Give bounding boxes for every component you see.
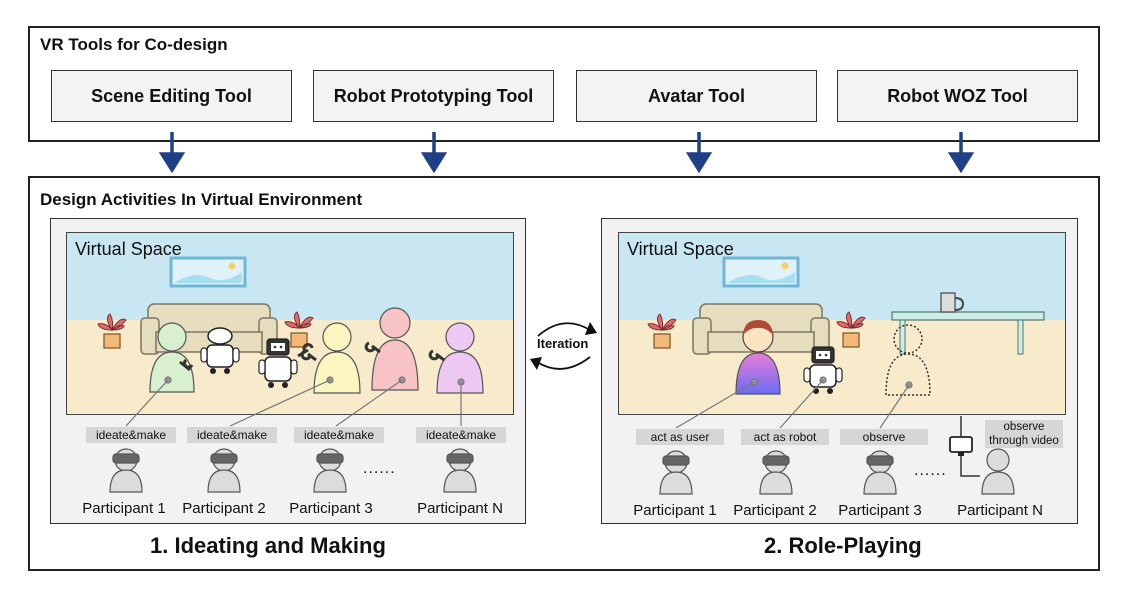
vr-tools-title: VR Tools for Co-design: [40, 35, 228, 54]
tool-robot-woz: Robot WOZ Tool: [837, 70, 1078, 122]
virtual-space-right: Virtual Space: [618, 232, 1066, 415]
tag-right-3: observe: [840, 429, 928, 445]
virtual-space-label: Virtual Space: [627, 239, 734, 259]
tag-left-3: ideate&make: [294, 427, 384, 443]
iteration-label: Iteration: [537, 336, 589, 351]
ellipsis-right: ......: [914, 462, 947, 479]
participant-right-3: Participant 3: [838, 502, 922, 519]
tag-right-1: act as user: [636, 429, 724, 445]
activities-title: Design Activities In Virtual Environment: [40, 190, 363, 209]
participant-right-2: Participant 2: [733, 502, 817, 519]
participant-left-2: Participant 2: [182, 500, 266, 517]
participant-left-1: Participant 1: [82, 500, 166, 517]
tag-left-2: ideate&make: [187, 427, 277, 443]
tool-scene-editing: Scene Editing Tool: [51, 70, 292, 122]
tag-right-2: act as robot: [741, 429, 829, 445]
tag-right-4: observe through video: [985, 420, 1063, 448]
caption-role-playing: 2. Role-Playing: [764, 533, 922, 558]
participant-right-n: Participant N: [957, 502, 1043, 519]
ellipsis-left: ......: [363, 460, 396, 477]
caption-ideating: 1. Ideating and Making: [150, 533, 386, 558]
tag-left-4: ideate&make: [416, 427, 506, 443]
virtual-space-label: Virtual Space: [75, 239, 182, 259]
participant-right-1: Participant 1: [633, 502, 717, 519]
tag-left-1: ideate&make: [86, 427, 176, 443]
virtual-space-left: Virtual Space: [66, 232, 514, 415]
tool-avatar: Avatar Tool: [576, 70, 817, 122]
tool-robot-prototyping: Robot Prototyping Tool: [313, 70, 554, 122]
participant-left-3: Participant 3: [289, 500, 373, 517]
participant-left-n: Participant N: [417, 500, 503, 517]
